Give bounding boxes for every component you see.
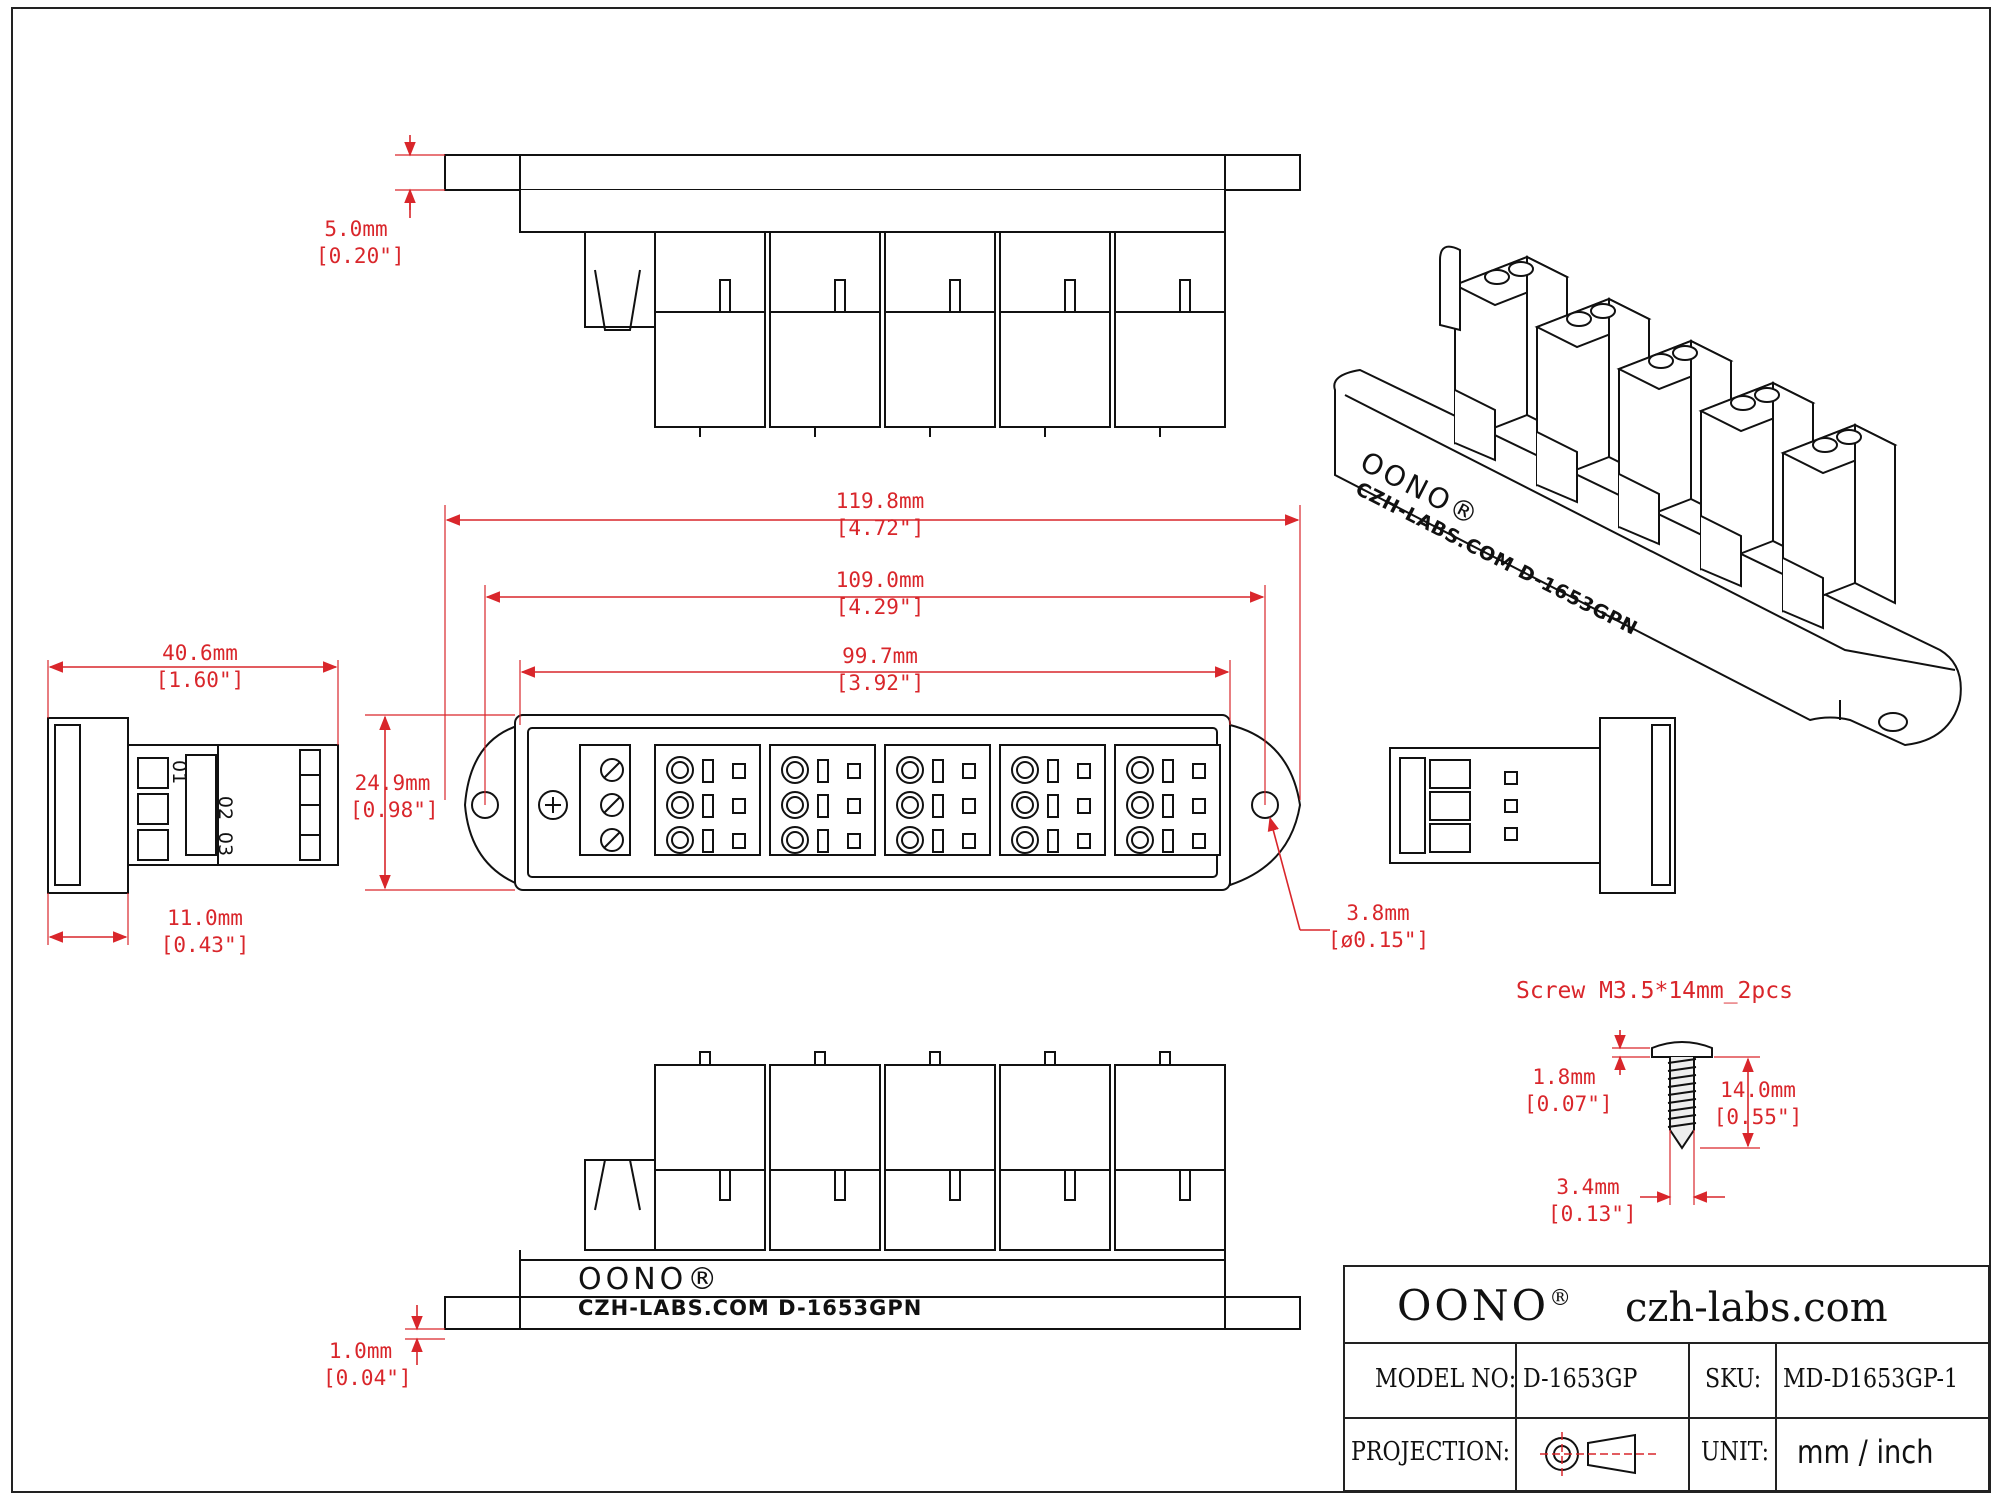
dim-1mm: 1.0mm[0.04"] [323, 1339, 412, 1390]
dim-screw-length: 14.0mm[0.55"] [1713, 1078, 1803, 1129]
connector-label-03: 03 [214, 831, 237, 857]
right-side-view [1389, 717, 1676, 894]
unit-value: mm / inch [1797, 1433, 1934, 1471]
left-side-view [47, 717, 339, 894]
screw-drawing [1651, 1041, 1713, 1150]
dim-5mm: 5.0mm[0.20"] [316, 217, 405, 268]
top-view [444, 154, 1301, 437]
title-block: OONO® czh-labs.com MODEL NO: D-1653GP SK… [1343, 1265, 1990, 1492]
sku-value: MD-D1653GP-1 [1783, 1364, 1959, 1394]
dim-11mm: 11.0mm[0.43"] [160, 906, 250, 957]
dim-24mm: 24.9mm[0.98"] [350, 771, 439, 822]
model-label: MODEL NO: [1375, 1364, 1517, 1394]
projection-symbol [1540, 1432, 1660, 1476]
dim-99mm: 99.7mm[3.92"] [835, 644, 925, 695]
bottom-view [444, 1051, 1301, 1330]
dim-40mm: 40.6mm[1.60"] [155, 641, 245, 692]
drawing-frame [11, 7, 1991, 1493]
website: czh-labs.com [1625, 1285, 1888, 1331]
dim-screw-dia: 3.4mm[0.13"] [1548, 1175, 1637, 1226]
brand-mark: ® [1549, 1286, 1575, 1311]
isometric-view [1333, 245, 1962, 747]
unit-label: UNIT: [1701, 1437, 1770, 1467]
dimension-lines [47, 135, 1760, 1365]
front-view [463, 714, 1302, 891]
base-brand-marking: OONO® [578, 1262, 722, 1297]
dim-119mm: 119.8mm[4.72"] [835, 489, 925, 540]
brand-name: OONO [1397, 1281, 1550, 1330]
projection-label: PROJECTION: [1351, 1437, 1511, 1467]
dim-screw-head: 1.8mm[0.07"] [1524, 1065, 1613, 1116]
dim-hole: 3.8mm[ø0.15"] [1328, 901, 1430, 952]
dim-109mm: 109.0mm[4.29"] [835, 568, 925, 619]
sku-label: SKU: [1705, 1364, 1762, 1394]
base-site-model-marking: CZH-LABS.COM D-1653GPN [578, 1296, 923, 1320]
model-value: D-1653GP [1523, 1364, 1638, 1394]
connector-label-01: 01 [168, 760, 190, 785]
connector-label-02: 02 [214, 795, 237, 821]
screw-note: Screw M3.5*14mm_2pcs [1516, 978, 1793, 1004]
